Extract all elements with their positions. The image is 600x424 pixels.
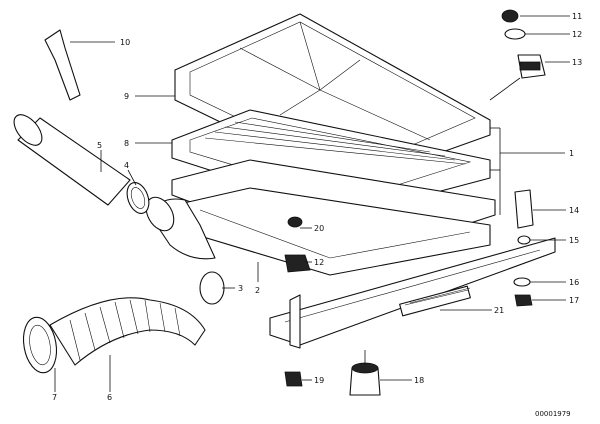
rubber-mount-12 bbox=[284, 254, 311, 273]
mount-hardware bbox=[513, 189, 534, 307]
label-21: 21 bbox=[494, 306, 504, 315]
mounting-bracket bbox=[269, 237, 556, 349]
clip-19 bbox=[284, 371, 303, 387]
intake-funnel bbox=[13, 114, 131, 206]
label-10: 10 bbox=[120, 38, 130, 47]
label-13: 13 bbox=[572, 58, 582, 67]
spring-clip bbox=[44, 29, 81, 101]
reference-number: 00001979 bbox=[535, 410, 571, 418]
label-3: 3 bbox=[238, 284, 243, 293]
label-18: 18 bbox=[414, 376, 424, 385]
intake-snout bbox=[145, 196, 216, 260]
label-15: 15 bbox=[569, 236, 579, 245]
label-20: 20 bbox=[314, 224, 324, 233]
label-2: 2 bbox=[255, 286, 260, 295]
label-1: 1 bbox=[569, 149, 574, 158]
housing-lower bbox=[171, 159, 496, 276]
label-16: 16 bbox=[569, 278, 579, 287]
label-11: 11 bbox=[572, 12, 582, 21]
label-19: 19 bbox=[314, 376, 324, 385]
label-4: 4 bbox=[124, 161, 129, 170]
rubber-mount-18 bbox=[349, 362, 381, 396]
sensor-assembly bbox=[501, 9, 546, 79]
label-5: 5 bbox=[97, 141, 102, 150]
hose-clamp bbox=[126, 182, 150, 214]
leader-lines bbox=[54, 15, 570, 392]
label-6: 6 bbox=[107, 393, 112, 402]
label-9: 9 bbox=[124, 92, 129, 101]
label-12-lower: 12 bbox=[314, 258, 324, 267]
corrugated-hose bbox=[22, 297, 206, 374]
label-12-top: 12 bbox=[572, 30, 582, 39]
label-17: 17 bbox=[569, 296, 579, 305]
nut-20 bbox=[287, 216, 303, 228]
part-labels: 10 9 8 5 4 2 3 6 7 1 11 12 13 14 15 16 1… bbox=[52, 12, 582, 418]
label-7: 7 bbox=[52, 393, 57, 402]
label-8: 8 bbox=[124, 139, 129, 148]
grommet bbox=[199, 271, 225, 305]
label-14: 14 bbox=[569, 206, 579, 215]
